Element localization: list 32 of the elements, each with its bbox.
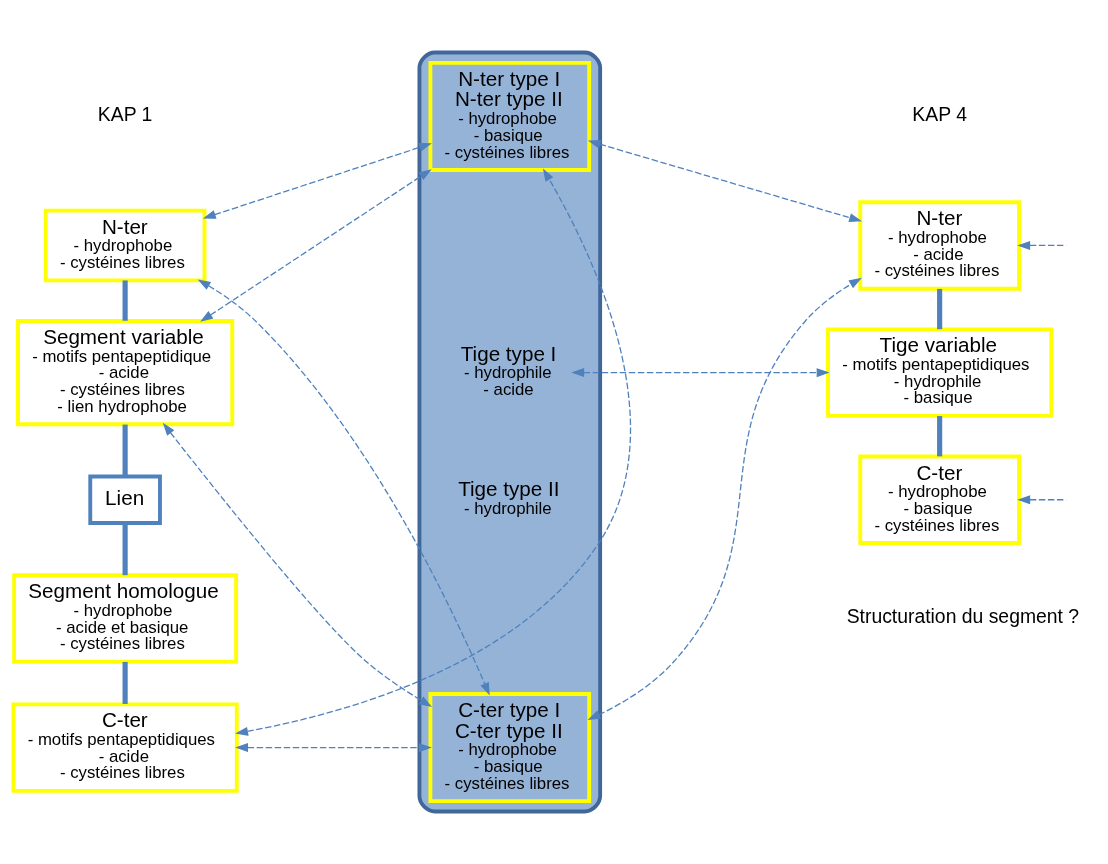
node-box: N-ter - hydrophobe - acide - cystéines libres [858,200,1021,291]
node-box: N-ter type I N-ter type II - hydrophobe - basique - cystéines libres [428,60,592,172]
connector [122,523,128,576]
connector [122,424,128,477]
arrow [1017,240,1067,250]
arrow [235,743,432,753]
node-box: Segment homologue - hydrophobe - acide et basique - cystéines libres [12,573,239,664]
connector [122,661,128,704]
node-box: C-ter - motifs pentapeptidiques - acide - cystéines libres [11,702,239,793]
arrow [200,169,432,322]
node-box: Lien [88,474,162,525]
arrow [571,368,830,378]
connector [937,416,943,457]
connector [122,280,128,321]
arrow [202,143,432,219]
node-box: N-ter - hydrophobe - cystéines libres [43,208,207,283]
arrow [587,139,863,223]
arrow [1017,495,1067,505]
arrow [587,277,862,721]
connector [937,288,943,330]
node-text: Tige type I - hydrophile - acide [460,341,557,400]
label: KAP 4 [912,102,967,125]
node-box: Tige variable - motifs pentapeptidiques - hydrophile - basique [826,327,1054,418]
arrow [197,279,490,696]
label: KAP 1 [97,102,153,125]
arrow [162,422,432,707]
node-box: Segment variable - motifs pentapeptidique - acide - cystéines libres - lien hydrophobe [16,319,235,427]
node-box: C-ter - hydrophobe - basique - cystéines libres [858,454,1021,545]
node-box: C-ter type I C-ter type II - hydrophobe - basique - cystéines libres [428,692,592,804]
arrow [235,168,631,736]
label: Structuration du segment ? [846,605,1080,628]
node-text: Tige type II - hydrophile [458,477,560,518]
